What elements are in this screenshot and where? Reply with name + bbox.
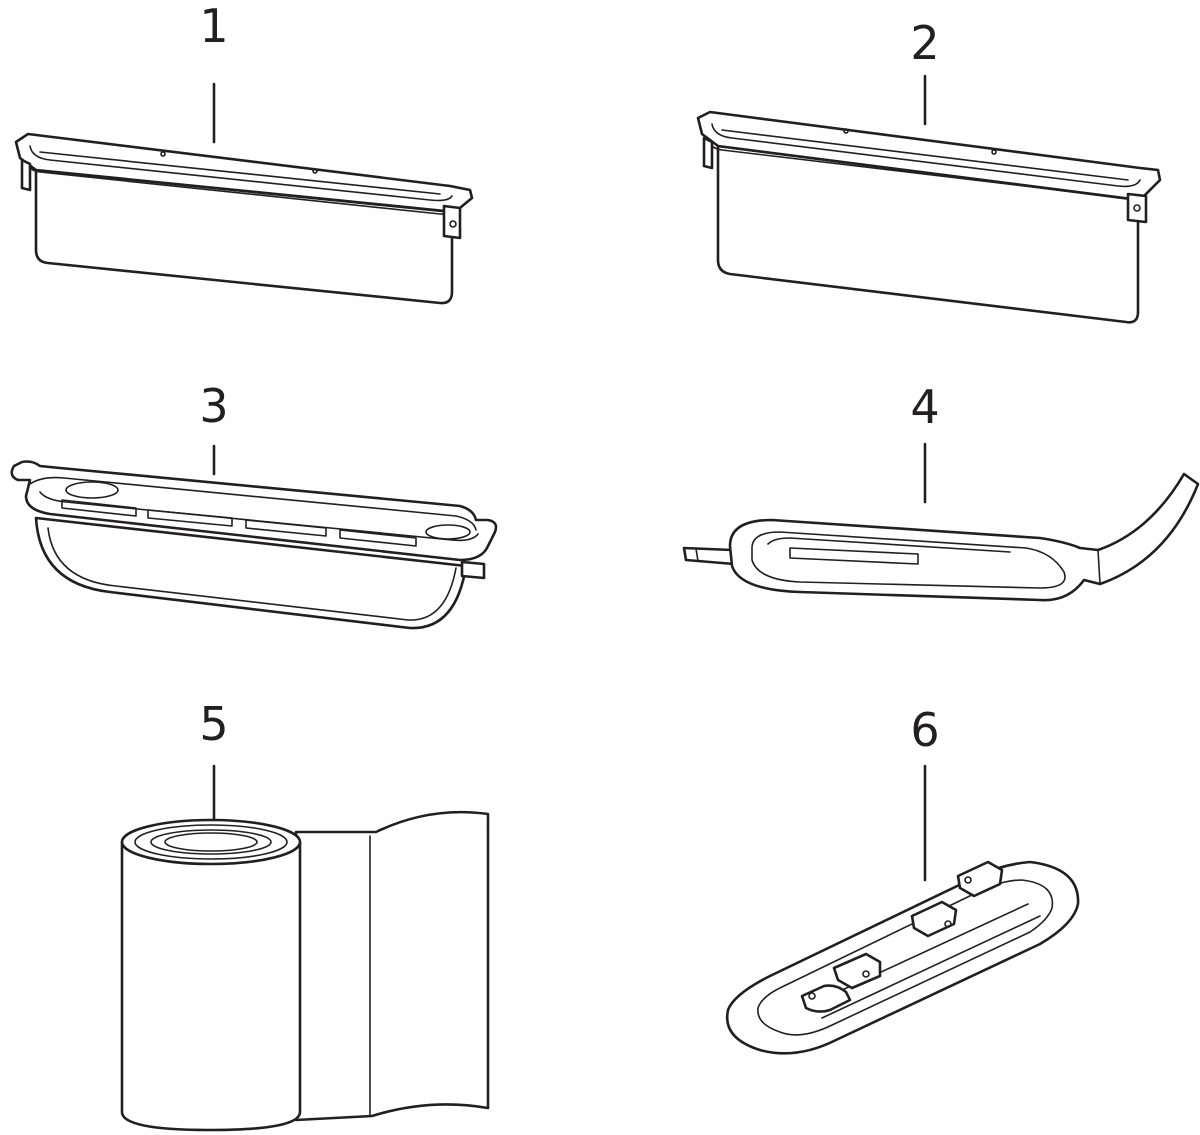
- part-1-tray-drawing: [14, 132, 474, 305]
- part-3: 3: [10, 379, 498, 630]
- part-5-tape-roll-drawing: [120, 810, 490, 1132]
- part-4-number: 4: [910, 380, 939, 434]
- part-5: 5: [120, 697, 490, 1132]
- part-3-tray-drawing: [10, 460, 498, 630]
- part-6-number: 6: [910, 703, 939, 757]
- part-6-plate-drawing: [725, 860, 1080, 1055]
- part-2-number: 2: [910, 16, 939, 70]
- part-1-number: 1: [199, 0, 228, 53]
- part-3-number: 3: [199, 379, 228, 433]
- part-1: 1: [14, 0, 474, 305]
- part-5-number: 5: [199, 697, 228, 751]
- part-4-tool-drawing: [682, 472, 1200, 602]
- part-2: 2: [696, 16, 1162, 324]
- part-4: 4: [682, 380, 1200, 602]
- part-2-tray-drawing: [696, 110, 1162, 324]
- part-6: 6: [725, 703, 1080, 1055]
